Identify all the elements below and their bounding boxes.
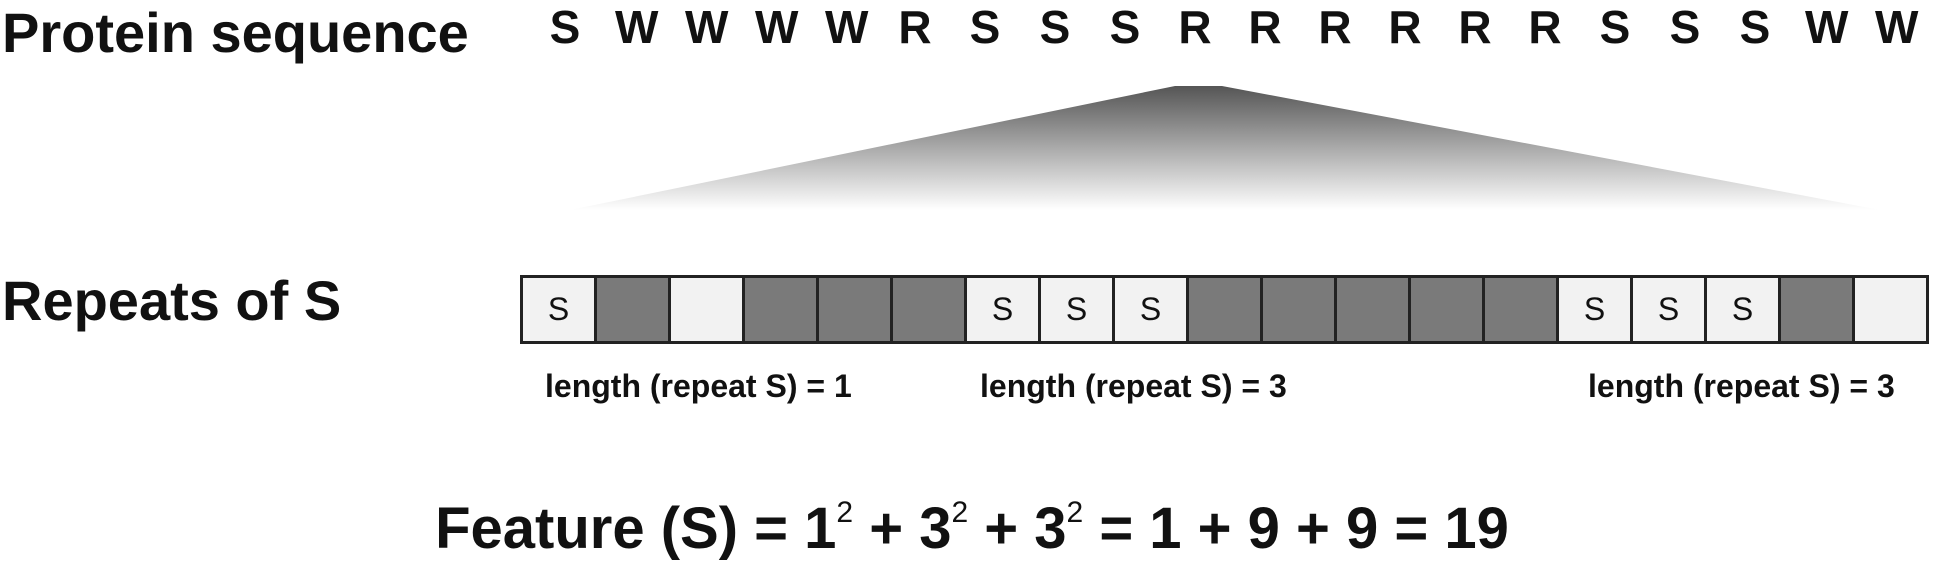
repeat-cell-other bbox=[745, 278, 819, 341]
repeat-cell-empty bbox=[671, 278, 745, 341]
repeat-cell-other bbox=[1263, 278, 1337, 341]
repeats-label: Repeats of S bbox=[2, 269, 342, 332]
repeat-cell-s: S bbox=[1559, 278, 1633, 341]
sequence-residue: S bbox=[1669, 1, 1701, 53]
sequence-residue: W bbox=[1875, 1, 1919, 53]
repeat-cell-empty bbox=[1855, 278, 1926, 341]
sequence-residue: R bbox=[1178, 1, 1212, 53]
sequence-residue: S bbox=[1739, 1, 1771, 53]
repeat-cell-other bbox=[1485, 278, 1559, 341]
sequence-residue: W bbox=[615, 1, 659, 53]
repeat-cell-other bbox=[597, 278, 671, 341]
sequence-residue: R bbox=[898, 1, 932, 53]
repeat-cell-s: S bbox=[1707, 278, 1781, 341]
repeat-cell-s: S bbox=[1633, 278, 1707, 341]
sequence-residue: R bbox=[1318, 1, 1352, 53]
sequence-residue: W bbox=[685, 1, 729, 53]
sequence-residue: R bbox=[1248, 1, 1282, 53]
sequence-residue: R bbox=[1528, 1, 1562, 53]
run-length-2: length (repeat S) = 3 bbox=[980, 368, 1287, 404]
formula-exponent-2: 2 bbox=[951, 496, 969, 529]
feature-formula: Feature (S) = 12 + 32 + 32 = 1 + 9 + 9 =… bbox=[0, 495, 1944, 562]
repeat-cell-s: S bbox=[1041, 278, 1115, 341]
formula-lhs: Feature (S) = 1 bbox=[435, 496, 837, 561]
zoom-wedge-shape bbox=[570, 86, 1880, 210]
sequence-residue: S bbox=[1599, 1, 1631, 53]
formula-exponent-1: 2 bbox=[836, 496, 854, 529]
run-length-3: length (repeat S) = 3 bbox=[1588, 368, 1895, 404]
sequence-residue: S bbox=[1109, 1, 1141, 53]
sequence-residue: R bbox=[1458, 1, 1492, 53]
formula-result: = 1 + 9 + 9 = 19 bbox=[1083, 496, 1509, 561]
sequence-residue: S bbox=[969, 1, 1001, 53]
repeat-cell-other bbox=[1411, 278, 1485, 341]
protein-sequence-label: Protein sequence bbox=[2, 1, 469, 64]
sequence-residue: W bbox=[1805, 1, 1849, 53]
sequence-residue: S bbox=[1039, 1, 1071, 53]
sequence-residue: S bbox=[549, 1, 581, 53]
formula-term-3: + 3 bbox=[968, 496, 1067, 561]
repeat-cell-other bbox=[1189, 278, 1263, 341]
run-length-1: length (repeat S) = 1 bbox=[545, 368, 852, 404]
formula-exponent-3: 2 bbox=[1066, 496, 1084, 529]
sequence-residue: W bbox=[825, 1, 869, 53]
repeat-cell-other bbox=[893, 278, 967, 341]
sequence-residue: W bbox=[755, 1, 799, 53]
repeat-cell-s: S bbox=[523, 278, 597, 341]
repeat-cell-other bbox=[1781, 278, 1855, 341]
repeat-cell-other bbox=[1337, 278, 1411, 341]
sequence-residue: R bbox=[1388, 1, 1422, 53]
repeat-cell-s: S bbox=[1115, 278, 1189, 341]
formula-term-2: + 3 bbox=[853, 496, 952, 561]
repeat-cell-s: S bbox=[967, 278, 1041, 341]
repeat-cell-other bbox=[819, 278, 893, 341]
